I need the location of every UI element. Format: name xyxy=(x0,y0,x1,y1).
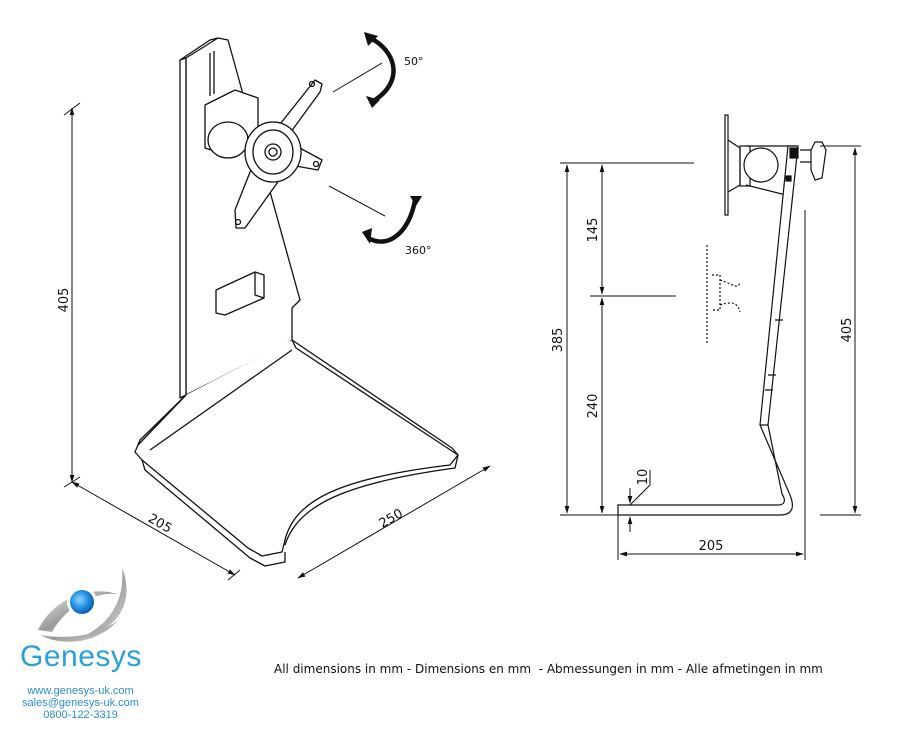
side-overall-height-label: 405 xyxy=(840,318,855,343)
swivel-arrow-icon xyxy=(366,199,418,244)
side-max-height-label: 385 xyxy=(551,328,566,353)
swivel-angle-label: 360° xyxy=(405,244,432,257)
side-base-thickness-label: 10 xyxy=(636,469,651,486)
iso-height-label: 405 xyxy=(57,288,72,313)
isometric-stand-view xyxy=(134,37,459,567)
brand-name: Genesys xyxy=(20,640,142,673)
phone-number: 0800-122-3319 xyxy=(43,709,118,721)
genesys-eye-logo-icon xyxy=(38,568,127,642)
tilt-angle-label: 50° xyxy=(404,55,424,68)
side-min-height-label: 240 xyxy=(586,394,601,419)
iso-width-label: 250 xyxy=(377,506,406,531)
side-stand-view xyxy=(617,114,827,516)
side-dimensions xyxy=(560,145,861,560)
website-link[interactable]: www.genesys-uk.com xyxy=(27,685,134,697)
rotation-indicators: 50° 360° xyxy=(328,32,432,257)
side-adjust-range-label: 145 xyxy=(586,218,601,243)
tilt-arrow-icon xyxy=(368,35,396,102)
contact-block: www.genesys-uk.com sales@genesys-uk.com … xyxy=(8,685,153,721)
iso-depth-label: 205 xyxy=(145,511,174,536)
dimensions-note: All dimensions in mm - Dimensions en mm … xyxy=(274,662,823,676)
email-link[interactable]: sales@genesys-uk.com xyxy=(22,697,139,709)
iso-dimensions xyxy=(63,102,491,581)
side-base-depth-label: 205 xyxy=(699,539,724,554)
